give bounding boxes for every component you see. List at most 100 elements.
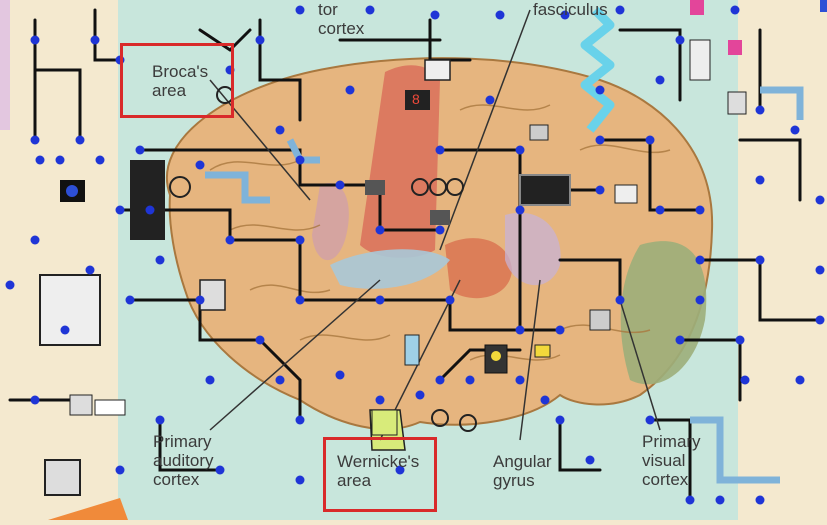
node-dot [205,375,215,385]
node-dot [30,395,40,405]
node-dot [685,495,695,505]
node-dot [215,465,225,475]
node-dot [755,105,765,115]
monitor-screen [519,174,571,206]
node-dot [225,235,235,245]
node-dot [735,335,745,345]
node-dot [615,5,625,15]
node-dot [645,135,655,145]
node-dot [155,255,165,265]
node-dot [755,495,765,505]
node-dot [655,75,665,85]
node-dot [790,125,800,135]
wernickes-area-highlight-box [323,437,437,512]
node-dot [595,185,605,195]
grey-chip-2 [430,210,450,225]
brain-body [165,57,714,430]
magenta-chip [728,40,742,55]
node-dot [715,495,725,505]
cyan-zigzag-fiber [580,6,615,133]
node-dot [445,295,455,305]
label-primary-auditory-cortex: Primary auditory cortex [153,432,214,489]
node-dot [295,5,305,15]
node-dot [555,325,565,335]
node-dot [5,280,15,290]
node-dot [375,395,385,405]
node-dot [30,235,40,245]
node-dot [345,85,355,95]
node-dot [515,145,525,155]
grey-chip [365,180,385,195]
node-dot [255,335,265,345]
node-dot [195,160,205,170]
node-dot [395,465,405,475]
node-dot [495,10,505,20]
warning-panel [529,124,549,141]
node-dot [595,85,605,95]
small-box [589,309,611,331]
node-dot [415,390,425,400]
cyan-gauge [404,334,420,366]
node-dot [295,235,305,245]
stairs-machine [130,160,165,240]
node-dot [755,175,765,185]
node-dot [585,455,595,465]
node-dot [365,5,375,15]
node-dot [195,295,205,305]
node-dot [815,315,825,325]
gears [169,86,477,432]
node-dot [645,415,655,425]
node-dot [655,205,665,215]
side-box [69,394,93,416]
node-dot [60,325,70,335]
node-dot [615,295,625,305]
node-dot [155,415,165,425]
node-dot [295,155,305,165]
display-digit: 8 [412,91,420,107]
frontal-violet-region [312,183,349,261]
pointer-lines [209,9,661,441]
node-dot [435,225,445,235]
node-dot [55,155,65,165]
node-dot [815,265,825,275]
machine-box [199,279,226,311]
node-dot [695,295,705,305]
node-dot [740,375,750,385]
node-dots [5,5,825,505]
node-dot [255,35,265,45]
node-dot [560,10,570,20]
colored-panel [727,91,747,115]
node-dot [485,95,495,105]
node-dot [795,375,805,385]
node-dot [375,225,385,235]
node-dot [595,135,605,145]
label-motor-cortex: tor cortex [318,0,365,38]
node-dot [125,295,135,305]
node-dot [135,145,145,155]
node-dot [540,395,550,405]
printer-box [44,459,81,496]
pink-edge-strip [0,0,10,130]
side-box-2 [94,399,126,416]
corner-chip [820,0,827,12]
label-primary-visual-cortex: Primary visual cortex [642,432,701,489]
digital-display [405,90,430,110]
node-dot [115,205,125,215]
label-wernickes-area: Wernicke's area [337,452,420,490]
node-dot [35,155,45,165]
node-dot [295,295,305,305]
node-dot [755,255,765,265]
node-dot [435,145,445,155]
node-dot [730,5,740,15]
node-dot [695,205,705,215]
node-dot [30,35,40,45]
node-dot [295,415,305,425]
node-dot [115,465,125,475]
node-dot [95,155,105,165]
relay-box [614,184,638,204]
brocas-area-highlight-box [120,43,234,118]
node-dot [90,35,100,45]
label-angular-gyrus: Angular gyrus [493,452,552,490]
label-brocas-area: Broca's area [152,62,209,100]
